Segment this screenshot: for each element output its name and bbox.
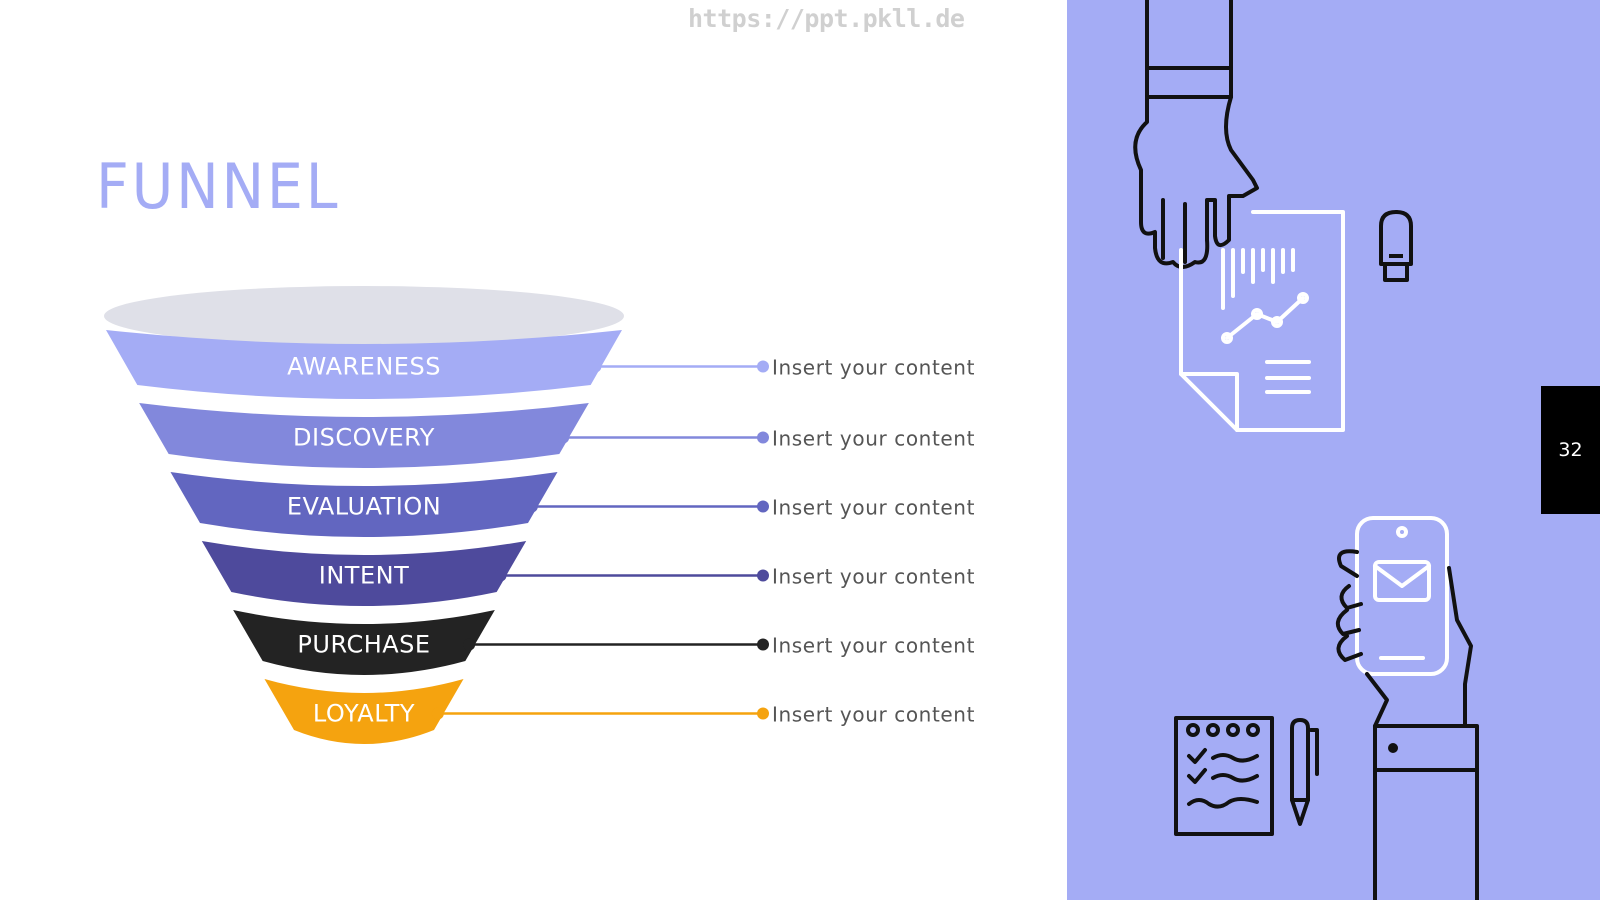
stage-description: Insert your content (772, 496, 975, 520)
funnel-stage-awareness (106, 330, 622, 399)
page-title: FUNNEL (96, 150, 341, 223)
usb-drive-icon (1379, 210, 1413, 282)
funnel-stage-loyalty (264, 679, 464, 744)
report-document-icon (1179, 210, 1345, 432)
funnel-stage-label: PURCHASE (297, 631, 430, 659)
connector-dot-start (525, 500, 538, 513)
connector-dot-end (757, 431, 769, 444)
funnel-stage-label: LOYALTY (313, 700, 415, 728)
connector-dot-end (757, 360, 769, 373)
connector-dot-start (431, 707, 444, 720)
funnel-stage-label: EVALUATION (287, 493, 441, 521)
connector-dot-end (757, 638, 769, 651)
stage-description: Insert your content (772, 565, 975, 589)
funnel-stage-label: DISCOVERY (293, 424, 435, 452)
hand-pointing-icon (1133, 0, 1259, 269)
funnel-stage-label: INTENT (319, 562, 409, 590)
connector-dot-start (463, 638, 476, 651)
connector-dot-start (589, 360, 602, 373)
funnel-rim (104, 286, 624, 346)
connector-dot-end (757, 569, 769, 582)
side-panel (1067, 0, 1600, 900)
funnel-stage-intent (201, 541, 527, 606)
funnel-stage-purchase (233, 610, 495, 675)
phone-in-hand-icon (1335, 516, 1479, 900)
connector-dot-start (494, 569, 507, 582)
funnel-stage-discovery (139, 403, 589, 468)
illustration (1133, 0, 1479, 900)
connector-dot-end (757, 500, 769, 513)
stage-description: Insert your content (772, 634, 975, 658)
checklist-notepad-icon (1174, 716, 1274, 836)
stage-description: Insert your content (772, 703, 975, 727)
watermark: https://ppt.pkll.de (688, 4, 965, 33)
funnel-stage-evaluation (170, 472, 558, 537)
connector-dot-end (757, 707, 769, 720)
connector-dot-start (557, 431, 570, 444)
pen-icon (1290, 718, 1319, 826)
funnel-stage-label: AWARENESS (287, 353, 441, 381)
page-number: 32 (1541, 386, 1600, 514)
stage-description: Insert your content (772, 427, 975, 451)
stage-description: Insert your content (772, 356, 975, 380)
